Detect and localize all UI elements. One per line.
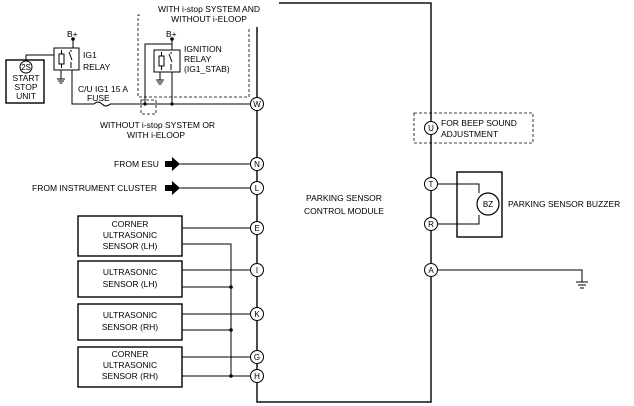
sensor-lh-box — [77, 260, 183, 298]
ignition-relay-label-line3: (IG1_STAB) — [184, 64, 230, 74]
svg-text:R: R — [428, 220, 434, 229]
start-stop-symbol-text: 2S — [21, 63, 31, 72]
fuse-icon — [93, 101, 111, 107]
cluster-arrow-icon — [165, 181, 180, 195]
ground-icon-a — [576, 281, 588, 289]
start-stop-unit-box — [5, 59, 45, 104]
ig1-relay-icon — [53, 47, 80, 71]
buzzer-wire-r — [431, 215, 480, 225]
ignition-relay-feed-wire — [144, 43, 172, 104]
sensor-lh-line2: SENSOR (LH) — [103, 279, 158, 289]
corner-sensor-rh-line1: CORNER — [112, 349, 149, 359]
pin-g: G — [250, 350, 264, 364]
b-plus-label-1: B+ — [67, 29, 78, 39]
control-module-label-line2: CONTROL MODULE — [304, 206, 384, 216]
without-note-line1: WITHOUT i-stop SYSTEM OR — [100, 120, 215, 130]
start-stop-unit-symbol — [19, 60, 33, 74]
buzzer-label: PARKING SENSOR BUZZER — [508, 199, 620, 209]
svg-text:K: K — [254, 310, 260, 319]
svg-text:L: L — [255, 184, 260, 193]
ground-icon-ig1 — [57, 70, 65, 84]
sensor-lh-line1: ULTRASONIC — [103, 267, 157, 277]
pin-n: N — [250, 157, 264, 171]
buzzer-icon — [476, 192, 500, 216]
svg-text:A: A — [428, 266, 434, 275]
pin-w: W — [250, 97, 264, 111]
corner-sensor-rh-line2: ULTRASONIC — [103, 360, 157, 370]
b-plus-label-2: B+ — [166, 29, 177, 39]
buzzer-symbol: BZ — [483, 200, 493, 209]
svg-text:T: T — [429, 180, 434, 189]
sensor-return-bus — [182, 243, 257, 377]
pin-t: T — [424, 177, 438, 191]
beep-note-line2: ADJUSTMENT — [441, 129, 498, 139]
without-istop-dashed-box — [140, 99, 157, 115]
corner-sensor-lh-line3: SENSOR (LH) — [103, 241, 158, 251]
istop-note-bg — [140, 2, 279, 27]
ig1-output-wire — [71, 70, 94, 105]
istop-note-line2: WITHOUT i-ELOOP — [171, 14, 247, 24]
svg-text:H: H — [254, 372, 260, 381]
svg-text:G: G — [254, 353, 260, 362]
esu-arrow-icon — [165, 157, 180, 171]
start-stop-label-line3: UNIT — [16, 91, 36, 101]
without-note-line2: WITH i-ELOOP — [127, 130, 185, 140]
pin-a: A — [424, 263, 438, 277]
corner-sensor-lh-line2: ULTRASONIC — [103, 230, 157, 240]
fuse-label-line2: FUSE — [87, 93, 110, 103]
sensor-rh-box — [77, 303, 183, 341]
from-cluster-label: FROM INSTRUMENT CLUSTER — [32, 183, 157, 193]
buzzer-wire-t — [431, 183, 480, 193]
istop-note-line1: WITH i-stop SYSTEM AND — [158, 4, 260, 14]
start-stop-wire — [25, 54, 54, 60]
svg-text:N: N — [254, 160, 260, 169]
ig1-relay-label-line1: IG1 — [83, 50, 97, 60]
corner-sensor-rh-line3: SENSOR (RH) — [102, 371, 158, 381]
pin-r: R — [424, 217, 438, 231]
pin-h: H — [250, 369, 264, 383]
pin-u: U — [424, 121, 438, 135]
from-esu-label: FROM ESU — [114, 159, 159, 169]
pin-k: K — [250, 307, 264, 321]
pin-e: E — [250, 221, 264, 235]
pin-l: L — [250, 181, 264, 195]
fuse-label-line1: C/U IG1 15 A — [78, 84, 128, 94]
ig1-relay-label-line2: RELAY — [83, 62, 111, 72]
control-module-label-line1: PARKING SENSOR — [306, 193, 382, 203]
corner-sensor-lh-line1: CORNER — [112, 219, 149, 229]
ignition-relay-icon — [153, 49, 181, 73]
beep-dashed-box — [413, 112, 534, 144]
control-module-box — [256, 2, 432, 403]
corner-sensor-lh-box — [77, 215, 183, 257]
ignition-relay-label-line1: IGNITION — [184, 44, 222, 54]
start-stop-label-line2: STOP — [15, 82, 38, 92]
svg-text:U: U — [428, 124, 434, 133]
ground-wire-a — [431, 269, 583, 282]
svg-text:W: W — [253, 100, 261, 109]
sensor-rh-line1: ULTRASONIC — [103, 310, 157, 320]
svg-text:E: E — [254, 224, 259, 233]
ground-icon-ignition — [156, 72, 164, 85]
beep-note-line1: FOR BEEP SOUND — [441, 118, 517, 128]
ignition-relay-label-line2: RELAY — [184, 54, 212, 64]
svg-text:I: I — [256, 266, 258, 275]
sensor-rh-line2: SENSOR (RH) — [102, 322, 158, 332]
start-stop-label-line1: START — [12, 73, 39, 83]
pin-i: I — [250, 263, 264, 277]
corner-sensor-rh-box — [77, 346, 183, 388]
